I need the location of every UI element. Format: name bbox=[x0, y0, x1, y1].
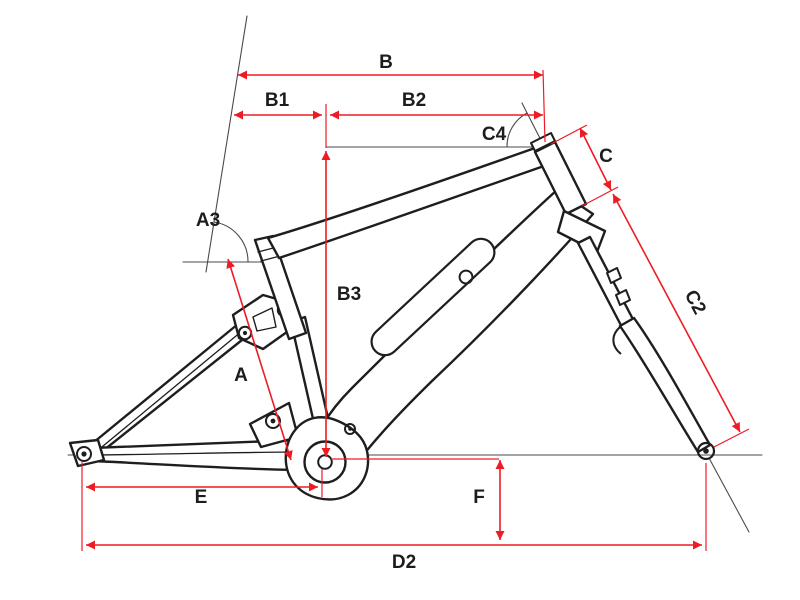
rocker-pivot-rear-hole bbox=[242, 330, 248, 336]
dimension-label-C: C bbox=[599, 146, 613, 167]
dimension-C4: C4 bbox=[482, 124, 507, 145]
dimension-label-E: E bbox=[195, 487, 208, 508]
dimension-A-line bbox=[226, 258, 293, 461]
dimension-C2-line bbox=[612, 193, 741, 433]
steering-axis-lower bbox=[708, 457, 750, 533]
dimension-label-B: B bbox=[379, 52, 393, 73]
dimension-C-witness-top bbox=[550, 124, 588, 145]
dimension-label-D2: D2 bbox=[392, 552, 416, 573]
lower-link-pivot-hole bbox=[270, 418, 276, 424]
down-tube bbox=[320, 188, 595, 465]
fork-tab-upper bbox=[606, 267, 622, 284]
dimension-B2: B2 bbox=[325, 90, 543, 148]
dimension-F: F bbox=[331, 458, 505, 540]
fork-arch bbox=[612, 326, 622, 355]
fork-stanchion bbox=[576, 235, 639, 335]
dimension-label-A3: A3 bbox=[196, 210, 220, 231]
dimension-label-C4: C4 bbox=[482, 124, 507, 145]
motor-housing bbox=[284, 416, 370, 501]
seat-stay-inner-line bbox=[96, 330, 243, 452]
dimension-A: A bbox=[226, 258, 293, 461]
dimension-C-line bbox=[579, 127, 612, 191]
dimension-C-witness-bottom bbox=[581, 186, 619, 207]
charge-port bbox=[458, 269, 474, 285]
dimension-B-witness-right bbox=[542, 69, 546, 143]
seat-angle-arc bbox=[213, 221, 249, 263]
dimension-label-B1: B1 bbox=[265, 90, 290, 111]
main-pivot-hole bbox=[348, 427, 352, 431]
dimension-label-B3: B3 bbox=[337, 284, 361, 305]
front-axle-circle bbox=[696, 441, 716, 461]
dimension-B3: B3 bbox=[321, 151, 361, 457]
head-angle-arc bbox=[506, 112, 528, 148]
battery-cover bbox=[370, 237, 496, 357]
seat-axis bbox=[205, 15, 248, 273]
rear-axle-circle bbox=[76, 446, 92, 462]
front-axle-hole bbox=[703, 448, 709, 454]
dimension-A3: A3 bbox=[196, 210, 220, 231]
dimension-label-C2: C2 bbox=[680, 287, 710, 318]
fork-lower-leg bbox=[618, 316, 712, 454]
dimension-B: B bbox=[238, 52, 546, 143]
dimension-D2: D2 bbox=[86, 463, 707, 573]
dimension-B1: B1 bbox=[234, 90, 322, 120]
rear-dropout bbox=[68, 438, 106, 468]
dimension-label-F: F bbox=[473, 487, 485, 508]
dimension-C2-witness-bottom bbox=[713, 428, 750, 448]
rear-axle-hole bbox=[81, 451, 87, 457]
main-pivot bbox=[344, 423, 356, 435]
dimension-label-A: A bbox=[234, 365, 248, 386]
dimension-E: E bbox=[81, 462, 323, 551]
dimension-label-B2: B2 bbox=[402, 90, 426, 111]
dimension-C: C bbox=[550, 124, 619, 207]
